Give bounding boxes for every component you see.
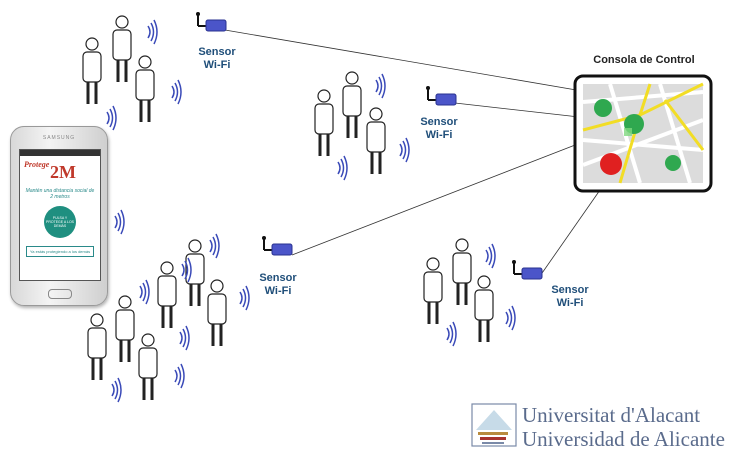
link-sensor1-console [224,29,589,93]
wifi-sensor-icon [195,11,227,32]
person-icon [111,14,133,84]
university-name-valencian: Universitat d'Alacant [522,403,701,427]
sensor-label: Sensor Wi-Fi [412,116,466,142]
connection-lines [224,29,601,277]
person-icon [422,256,444,326]
link-sensor2-console [454,102,589,119]
wifi-signal-icon [209,233,220,259]
people-group-center [313,70,410,181]
wifi-signal-icon [375,73,386,99]
sensor-label-line1: Sensor [259,272,297,284]
sensor-label-line2: Wi-Fi [264,285,292,297]
wifi-signal-icon [446,321,457,347]
wifi-signal-icon [111,377,122,403]
sensor-label: Sensor Wi-Fi [543,284,597,310]
people-group-bottom-left [86,233,250,403]
person-icon [341,70,363,140]
person-icon [313,88,335,158]
phone-brand: SAMSUNG [42,135,76,141]
person-icon [134,54,156,124]
link-sensor4-console [539,189,601,277]
protection-status: Ya estás protegiendo a los demás [26,246,94,257]
console-title: Consola de Control [593,54,695,66]
person-icon [184,238,206,308]
person-icon [365,106,387,176]
status-ok-marker [665,155,681,171]
person-icon [156,260,178,330]
sensor-label-line1: Sensor [198,46,236,58]
app-logo: Protege 2M [20,160,100,182]
protect-button[interactable]: PULSA Y PROTEGE A LOS DEMÁS [44,206,76,238]
person-icon [137,332,159,402]
university-name-spanish: Universidad de Alicante [522,427,725,451]
link-sensor3-console [291,139,589,256]
distance-message: Mantén una distancia social de 2 metros [25,188,95,200]
wifi-signal-icon [337,155,348,181]
status-alert-marker [600,153,622,175]
phone-status-bar [20,150,100,156]
wifi-signal-icon [485,243,496,269]
wifi-signal-icon [171,79,182,105]
person-icon [473,274,495,344]
people-group-bottom-right [422,237,516,347]
sensor-label: Sensor Wi-Fi [190,46,244,72]
wifi-signal-icon [174,363,185,389]
wifi-signal-icon [239,285,250,311]
status-ok-marker [594,99,612,117]
app-name: Protege [24,160,50,169]
control-console [573,74,713,193]
university-logo-mark [471,403,517,447]
person-icon [206,278,228,348]
sensor-label-line2: Wi-Fi [203,59,231,71]
sensor-label-line1: Sensor [551,284,589,296]
smartphone: SAMSUNG Protege 2M Mantén una distancia … [10,126,108,306]
wifi-signal-icon [106,105,117,131]
wifi-signal-icon [139,279,150,305]
person-icon [451,237,473,307]
people-group-top-left [81,14,182,131]
sensor-label: Sensor Wi-Fi [251,272,305,298]
wifi-signal-icon [505,305,516,331]
app-logo-mark: 2M [50,162,76,182]
person-icon [81,36,103,106]
person-icon [114,294,136,364]
sensor-label-line2: Wi-Fi [425,129,453,141]
sensor-label-line2: Wi-Fi [556,297,584,309]
wifi-sensor-icon [261,235,293,256]
wifi-sensor-icon [425,85,457,106]
home-button[interactable] [48,289,72,299]
person-icon [86,312,108,382]
wifi-signal-icon [399,137,410,163]
phone-screen: Protege 2M Mantén una distancia social d… [19,149,101,281]
sensor-label-line1: Sensor [420,116,458,128]
phone-signal-icon [114,209,125,235]
wifi-signal-icon [179,325,190,351]
wifi-signal-icon [147,19,158,45]
wifi-sensor-icon [511,259,543,280]
